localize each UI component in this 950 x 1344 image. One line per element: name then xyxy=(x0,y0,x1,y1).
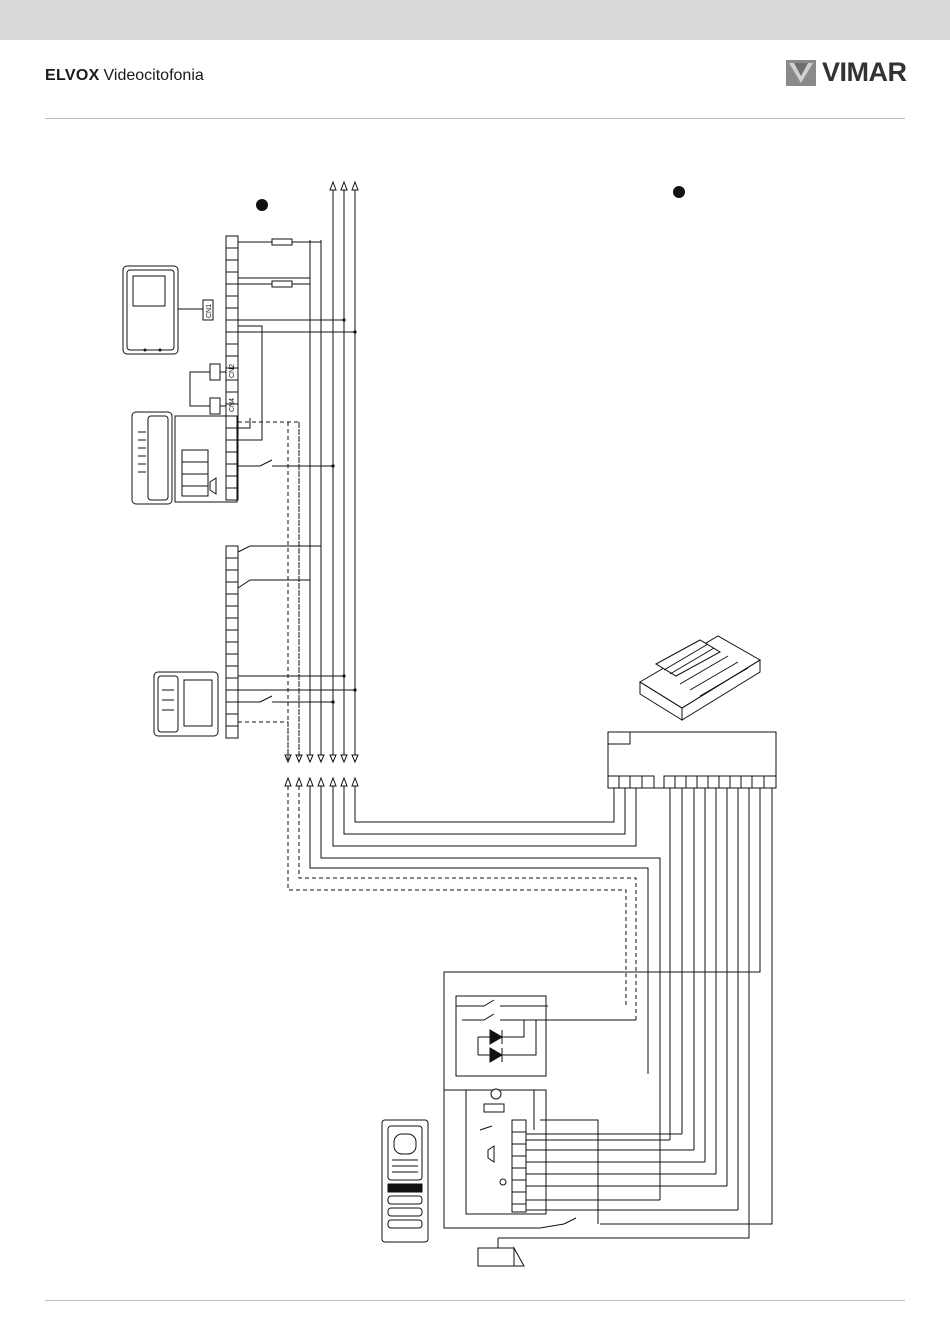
switch-contact xyxy=(260,460,272,466)
bus-to-controller xyxy=(288,786,660,1200)
riser-bus xyxy=(285,182,358,762)
terminal-block-1 xyxy=(226,236,355,500)
controller-leads xyxy=(444,788,772,1238)
lower-bus-arrows xyxy=(285,778,358,786)
power-supply-module xyxy=(640,636,760,720)
junction-dot xyxy=(342,318,345,321)
door-station-panel xyxy=(382,1120,428,1242)
junction-dot xyxy=(353,330,356,333)
cn1-label: CN1 xyxy=(206,304,213,318)
controller-terminals xyxy=(608,732,776,788)
connector-cn2-cn4 xyxy=(190,364,226,414)
interphone-handset xyxy=(132,412,250,504)
video-monitor-2 xyxy=(154,672,218,736)
section-marker-left xyxy=(256,199,268,211)
terminal-block-2 xyxy=(226,546,355,760)
dashed-lead xyxy=(238,422,299,760)
cn2-label: CN2 xyxy=(229,364,236,378)
video-monitor xyxy=(123,266,213,354)
cn4-label: CN4 xyxy=(229,398,236,412)
section-marker-right xyxy=(673,186,685,198)
